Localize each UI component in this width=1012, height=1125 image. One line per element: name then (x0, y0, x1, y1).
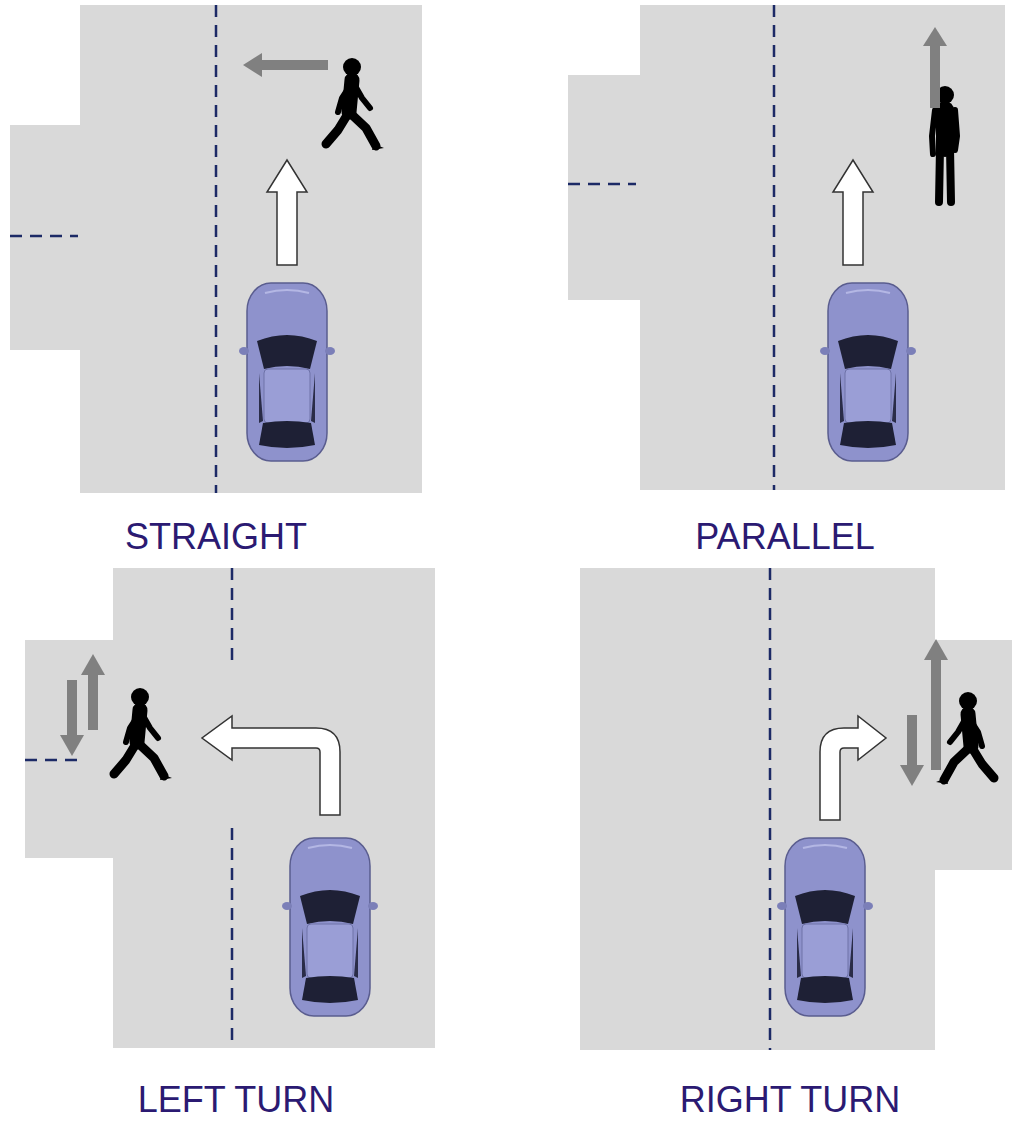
panel-caption: STRAIGHT (125, 517, 307, 557)
car-direction-arrow (202, 160, 886, 820)
road-surface (10, 5, 1012, 1050)
car (239, 283, 916, 1016)
pedestrian-direction-arrow (60, 27, 948, 786)
lane-marking (10, 5, 774, 1050)
panel-caption: RIGHT TURN (680, 1080, 901, 1120)
panel-caption: LEFT TURN (138, 1080, 335, 1120)
panel-caption: PARALLEL (695, 517, 874, 557)
pedestrian (110, 58, 998, 784)
